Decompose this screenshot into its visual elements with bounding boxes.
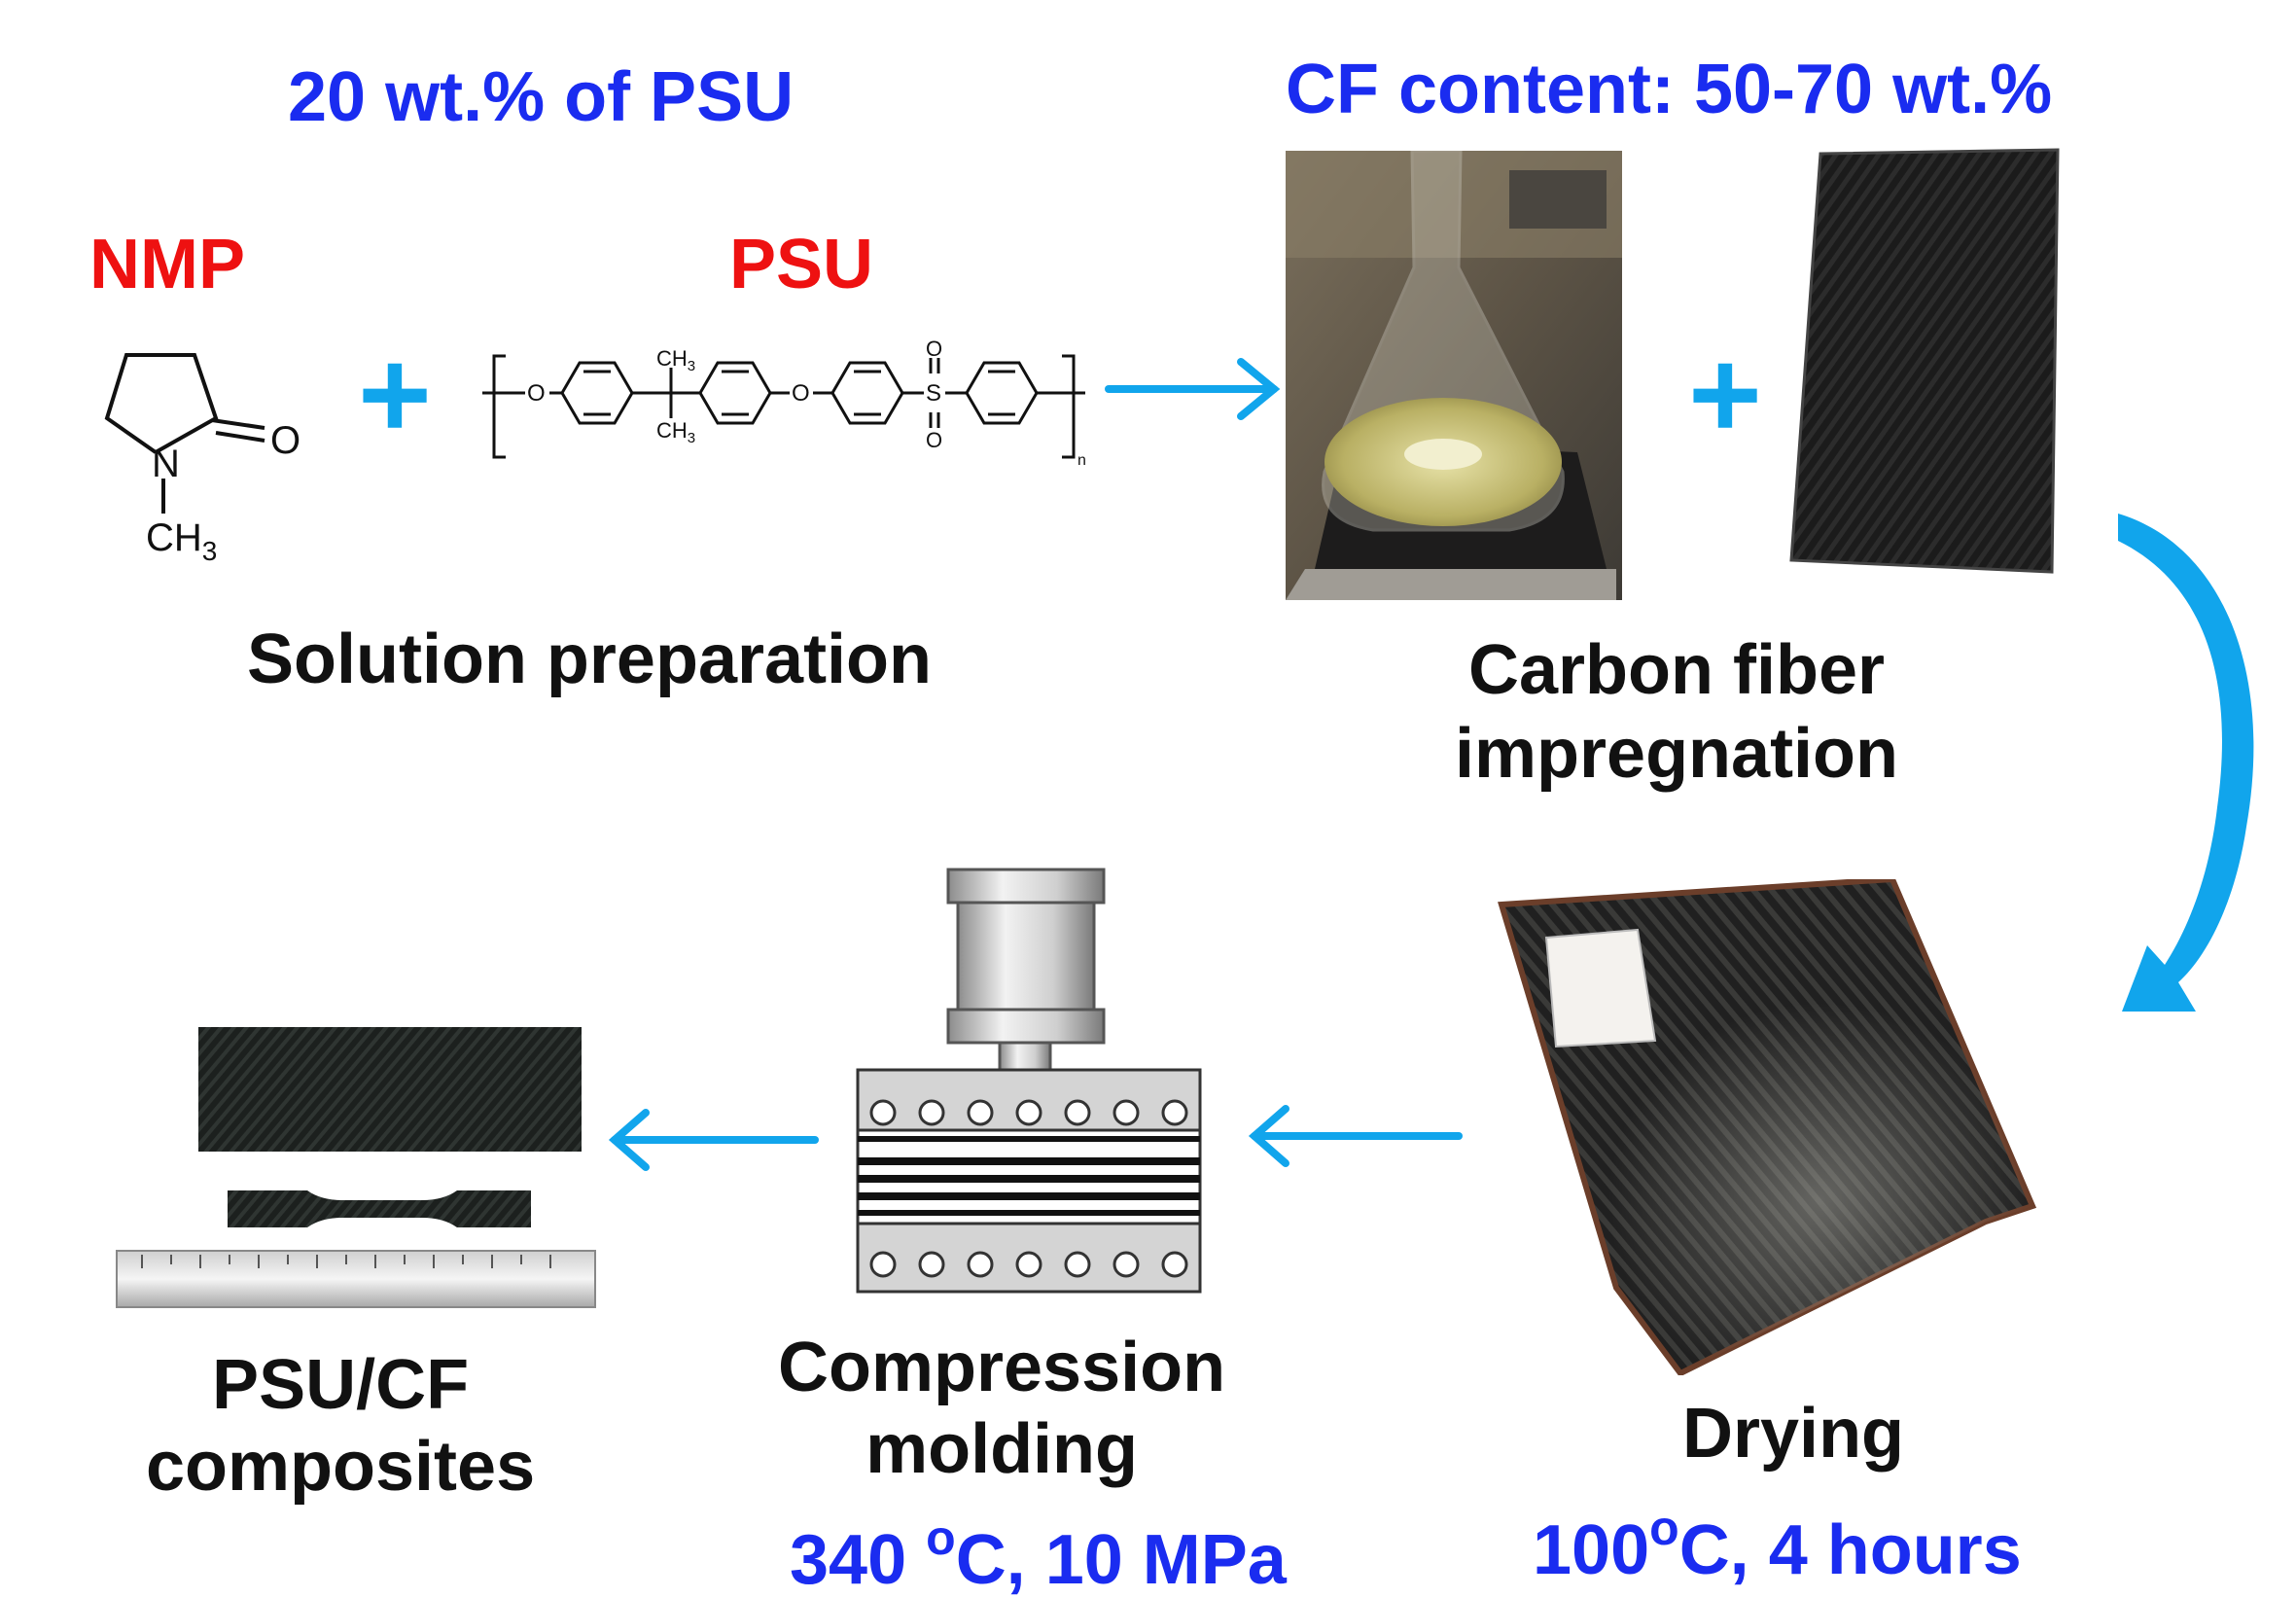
nmp-structure [104, 353, 265, 514]
psu-cf-composites-label: PSU/CF composites [146, 1344, 535, 1508]
compression-temp-rest: C, 10 MPa [955, 1521, 1287, 1598]
psu-methyl-top-sub: 3 [688, 358, 695, 374]
drying-conditions: 100oC, 4 hours [1533, 1504, 2022, 1585]
nmp-methyl: CH3 [146, 516, 217, 566]
tensile-specimen [228, 1190, 531, 1227]
nmp-label: NMP [89, 226, 245, 303]
solution-preparation-label: Solution preparation [247, 621, 933, 698]
drying-temp-value: 100 [1533, 1511, 1650, 1589]
psu-methyl-bottom: CH3 [656, 418, 695, 446]
plus-sign-1: + [358, 323, 432, 465]
carbon-fiber-label-line2: impregnation [1455, 715, 1899, 793]
psu-sulfur: S [926, 380, 941, 407]
compression-molding-label: Compression molding [778, 1327, 1225, 1490]
psu-sulfonyl-oxygen-bottom: O [926, 428, 942, 452]
press-bottom-plate-holes [869, 1251, 1188, 1278]
arrow-to-composites [608, 1109, 819, 1171]
dried-fabric-photo [1498, 879, 2036, 1375]
carbon-fiber-label-line1: Carbon fiber [1467, 631, 1886, 709]
compression-press-illustration [856, 868, 1202, 1294]
flask-hotplate-photo [1286, 151, 1622, 600]
nmp-oxygen: O [270, 419, 300, 462]
plus-sign-2: + [1688, 323, 1762, 465]
drying-degree: o [1649, 1501, 1679, 1555]
compression-conditions: 340 oC, 10 MPa [790, 1513, 1287, 1595]
psu-concentration-label: 20 wt.% of PSU [288, 58, 795, 136]
carbon-fiber-impregnation-label: Carbon fiber impregnation [1455, 628, 1898, 796]
arrow-to-impregnation [1105, 358, 1281, 420]
drying-temp-rest: C, 4 hours [1678, 1511, 2022, 1589]
composites-label-line2: composites [146, 1428, 536, 1506]
psu-repeat-n: n [1077, 452, 1086, 469]
drying-label: Drying [1682, 1395, 1905, 1473]
psu-methyl-bottom-ch: CH [656, 418, 688, 443]
ruler-ticks [141, 1255, 551, 1268]
compression-label-line1: Compression [778, 1329, 1226, 1406]
psu-ether-oxygen-2: O [792, 380, 810, 407]
nmp-methyl-sub: 3 [202, 536, 218, 566]
psu-methyl-top: CH3 [656, 346, 695, 374]
nmp-nitrogen: N [152, 443, 180, 485]
carbon-fiber-fabric-photo [1789, 148, 2060, 574]
press-fiber-layers [858, 1136, 1200, 1216]
nmp-methyl-ch: CH [146, 516, 202, 559]
psu-structure [482, 354, 1085, 459]
arrow-curved-to-drying [2118, 514, 2254, 1012]
arrow-to-compression [1248, 1105, 1463, 1167]
composite-samples-photo [113, 1017, 599, 1309]
composites-label-line1: PSU/CF [212, 1346, 470, 1424]
compression-temp-value: 340 [790, 1521, 927, 1598]
psu-label: PSU [729, 226, 874, 303]
psu-methyl-top-ch: CH [656, 346, 688, 371]
press-top-plate-holes [869, 1099, 1188, 1126]
psu-ether-oxygen-1: O [527, 380, 546, 407]
compression-label-line2: molding [865, 1410, 1139, 1488]
compression-degree: o [926, 1510, 956, 1565]
psu-sulfonyl-oxygen-top: O [926, 337, 942, 361]
cf-content-label: CF content: 50-70 wt.% [1286, 51, 2053, 128]
psu-methyl-bottom-sub: 3 [688, 430, 695, 446]
